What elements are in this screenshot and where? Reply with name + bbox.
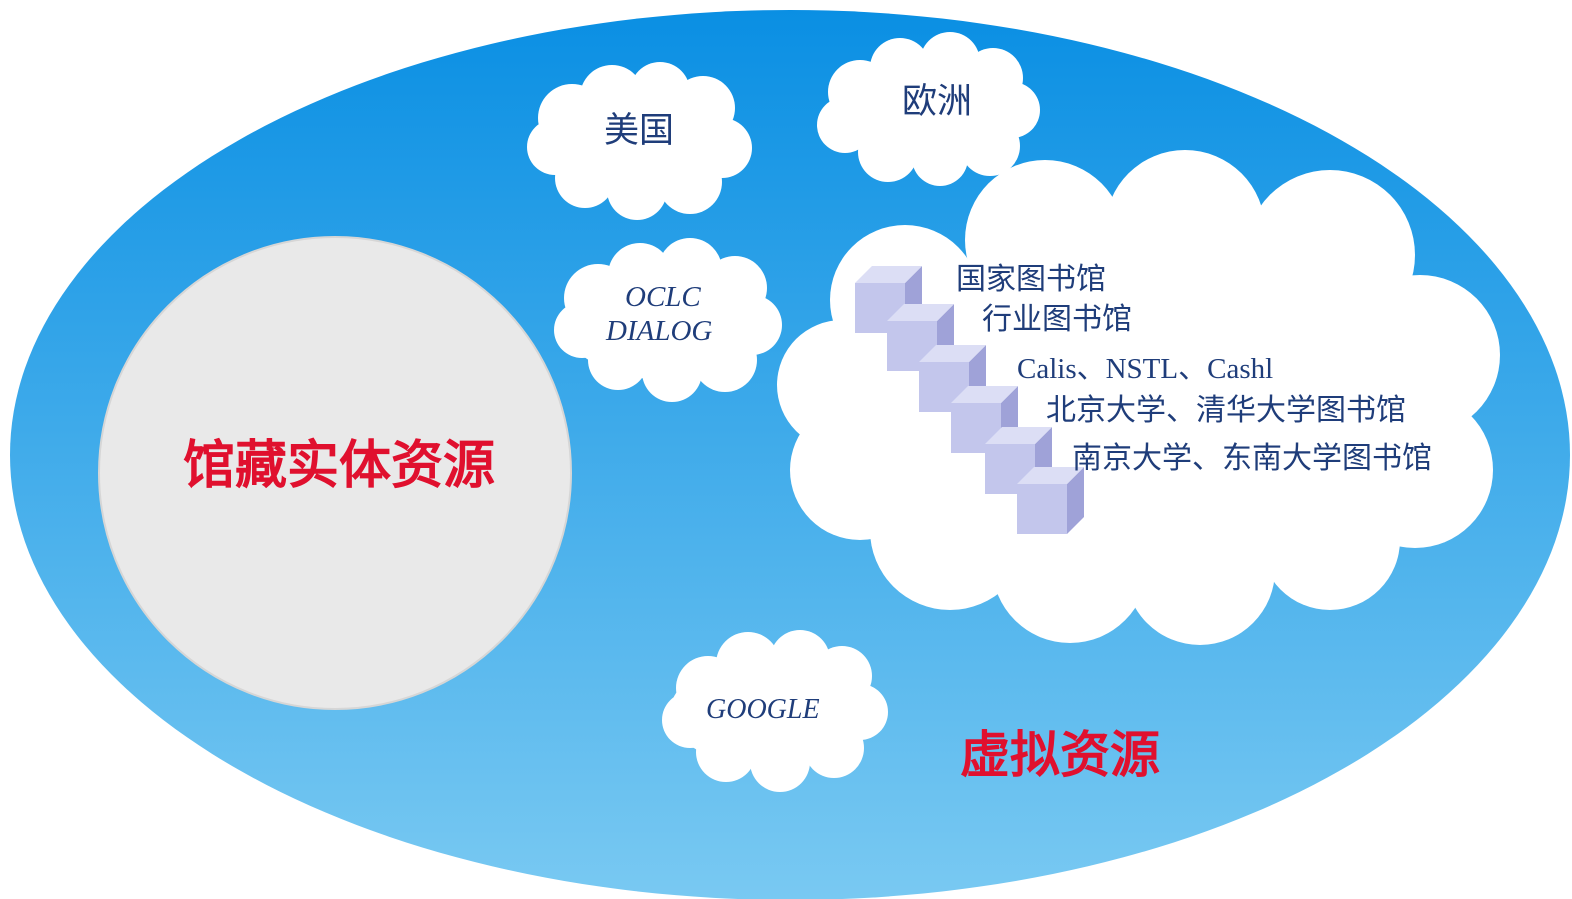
cloud-usa xyxy=(527,62,752,220)
cloud-europe xyxy=(817,32,1040,186)
cloud-dialog-label: DIALOG xyxy=(606,315,713,347)
tier-consortia: Calis、NSTL、Cashl xyxy=(1017,353,1274,385)
virtual-resources-label: 虚拟资源 xyxy=(960,726,1160,784)
tier-cube-6 xyxy=(1017,467,1084,534)
physical-collection-circle xyxy=(98,236,572,710)
cloud-google-label: GOOGLE xyxy=(706,694,820,725)
cloud-oclc-label: OCLC xyxy=(625,281,701,313)
physical-resources-label: 馆藏实体资源 xyxy=(183,436,496,496)
tier-national-library: 国家图书馆 xyxy=(956,262,1106,297)
tier-cube-4 xyxy=(951,386,1018,453)
cloud-google xyxy=(662,630,888,792)
cloud-usa-label: 美国 xyxy=(604,111,675,151)
tier-industry-library: 行业图书馆 xyxy=(982,302,1132,337)
cloud-europe-label: 欧洲 xyxy=(902,82,973,122)
tier-beijing-universities: 北京大学、清华大学图书馆 xyxy=(1046,393,1406,428)
library-tier-cubes xyxy=(855,266,1084,534)
tier-nanjing-universities: 南京大学、东南大学图书馆 xyxy=(1072,441,1432,476)
cloud-oclc-dialog xyxy=(554,238,782,402)
